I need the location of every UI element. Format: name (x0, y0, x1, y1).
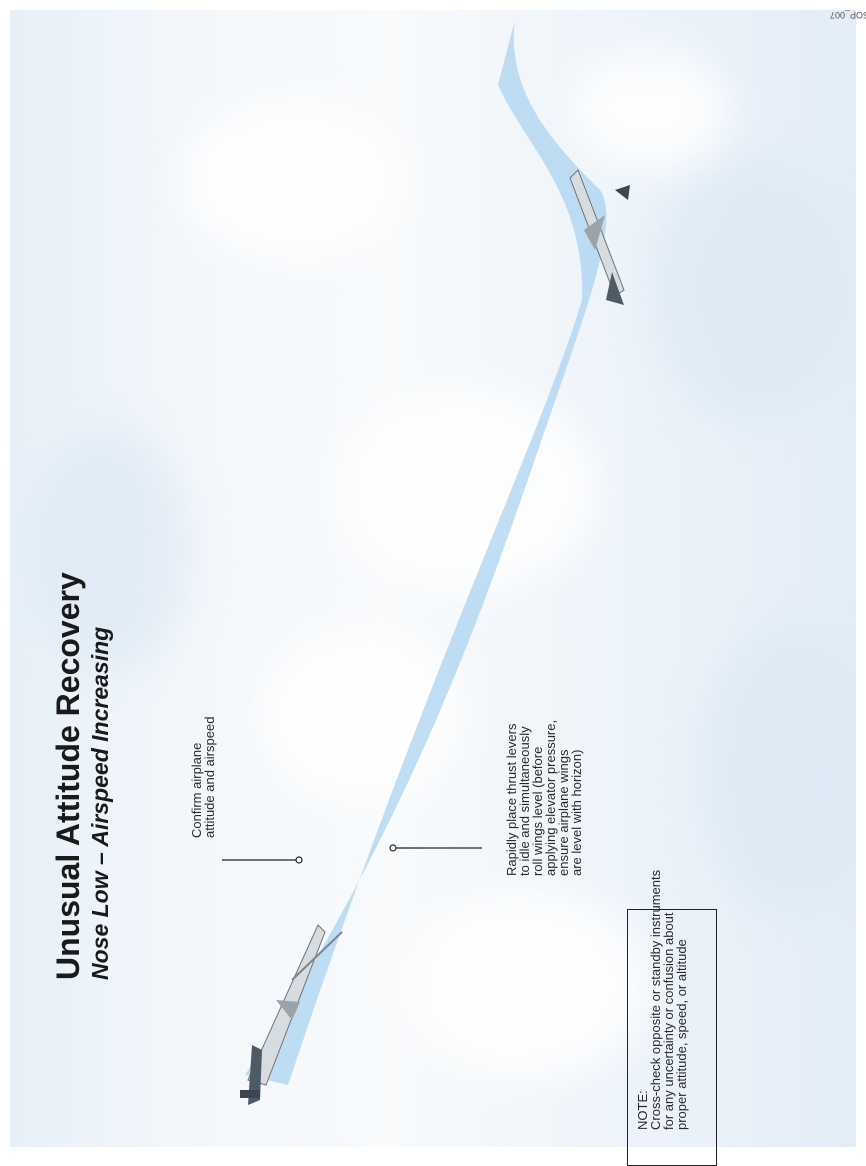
callout-rapidly-text: Rapidly place thrust levers to idle and … (505, 720, 583, 876)
page-subtitle: Nose Low – Airspeed Increasing (86, 572, 114, 980)
flight-path-ribbon (245, 20, 606, 1085)
note-line: proper attitude, speed, or altitude (675, 870, 688, 1130)
callout-confirm-line: attitude and airspeed (203, 717, 216, 838)
callout-rapidly-line: are level with horizon) (570, 720, 583, 876)
title-group: Unusual Attitude Recovery Nose Low – Air… (50, 572, 114, 980)
callout-dot-rapidly (390, 845, 396, 851)
callout-confirm-text: Confirm airplane attitude and airspeed (190, 717, 216, 838)
reference-code: L40_SOP_007 (830, 10, 866, 20)
page-title: Unusual Attitude Recovery (50, 572, 86, 980)
note-text: NOTE: Cross-check opposite or standby in… (636, 870, 688, 1130)
callout-dot-confirm (296, 857, 302, 863)
